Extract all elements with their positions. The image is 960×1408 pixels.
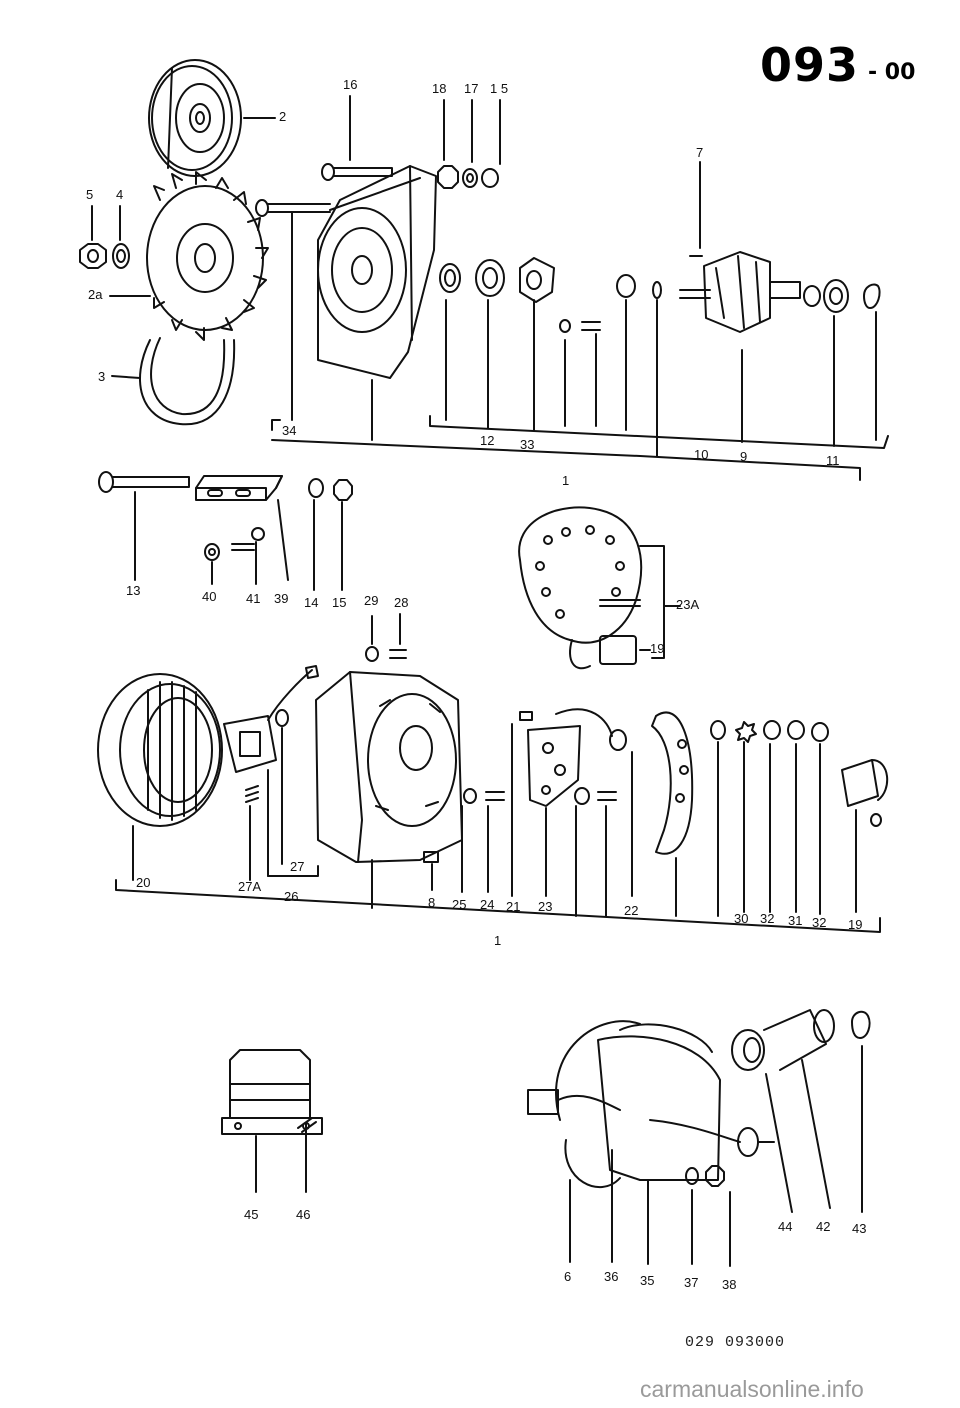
callout-46: 46	[296, 1207, 311, 1222]
callout-10: 10	[694, 447, 709, 462]
callout-15-mid: 15	[332, 595, 347, 610]
callout-29: 29	[364, 593, 379, 608]
callout-5: 5	[86, 187, 94, 202]
bearing-set	[439, 257, 662, 457]
long-bolt-part	[321, 95, 393, 181]
callout-7: 7	[696, 145, 704, 160]
callout-36: 36	[604, 1269, 619, 1284]
bracket-fasteners	[204, 478, 353, 591]
nut-washer-part	[79, 205, 130, 269]
callout-37: 37	[684, 1275, 699, 1290]
watermark: carmanualsonline.info	[640, 1376, 864, 1402]
rear-bearing	[823, 279, 881, 447]
callout-38: 38	[722, 1277, 737, 1292]
callout-20: 20	[136, 875, 151, 890]
callout-27: 27	[290, 859, 305, 874]
callout-41: 41	[246, 591, 261, 606]
terminal-nut-set	[710, 720, 829, 917]
callout-40: 40	[202, 589, 217, 604]
callout-23: 23	[538, 899, 553, 914]
group-suffix: - 00	[868, 60, 916, 85]
callout-13: 13	[126, 583, 141, 598]
callout-19-brush: 19	[848, 917, 863, 932]
assembly-bracket-upper	[271, 415, 889, 481]
callout-45: 45	[244, 1207, 259, 1222]
callout-34: 34	[282, 423, 297, 438]
callout-17: 17	[464, 81, 479, 96]
terminal-plate-part	[461, 708, 633, 917]
callout-14: 14	[304, 595, 319, 610]
callout-24: 24	[480, 897, 495, 912]
callout-28: 28	[394, 595, 409, 610]
plug-cap-part	[423, 851, 439, 891]
callout-19-rectifier: 19	[650, 641, 665, 656]
callout-32-first: 32	[760, 911, 775, 926]
mounting-bolt-part	[98, 471, 190, 581]
brush-holder-part	[223, 665, 319, 881]
pulley-part	[148, 59, 242, 177]
callout-43: 43	[852, 1221, 867, 1236]
figure-code: 029 093000	[685, 1334, 786, 1351]
through-bolt-part	[255, 199, 331, 421]
rear-cover-part	[527, 1020, 775, 1267]
callout-44: 44	[778, 1219, 793, 1234]
callout-8: 8	[428, 895, 436, 910]
callout-3: 3	[98, 369, 106, 384]
callout-2: 2	[279, 109, 287, 124]
small-screw-set	[365, 613, 407, 662]
callout-42: 42	[816, 1219, 831, 1234]
callout-12: 12	[480, 433, 495, 448]
callout-22: 22	[624, 903, 639, 918]
callout-1-lower: 1	[494, 933, 502, 948]
callout-39: 39	[274, 591, 289, 606]
cover-plate-part	[651, 711, 694, 917]
rotor-part	[679, 161, 821, 443]
callout-18: 18	[432, 81, 447, 96]
voltage-regulator-part	[221, 1049, 323, 1193]
callout-32-second: 32	[812, 915, 827, 930]
callout-26: 26	[284, 889, 299, 904]
slip-ring-housing	[315, 671, 463, 909]
fan-part	[146, 171, 269, 341]
callout-15-top: 1 5	[490, 81, 509, 96]
stator-part	[97, 673, 223, 881]
callout-4: 4	[116, 187, 124, 202]
callout-2a: 2a	[88, 287, 103, 302]
brush-unit-part	[841, 759, 889, 913]
group-code: 093	[760, 38, 860, 92]
callout-33: 33	[520, 437, 535, 452]
callout-1-upper: 1	[562, 473, 570, 488]
callout-21: 21	[506, 899, 521, 914]
socket-connector-part	[731, 1009, 871, 1213]
callout-30: 30	[734, 911, 749, 926]
callout-23A: 23A	[676, 597, 700, 612]
callout-11: 11	[826, 453, 840, 468]
nut-washer-set	[437, 99, 501, 189]
callout-27A: 27A	[238, 879, 262, 894]
callout-35: 35	[640, 1273, 655, 1288]
assembly-bracket-lower	[115, 879, 881, 933]
callout-16: 16	[343, 77, 358, 92]
callout-31: 31	[788, 913, 803, 928]
callout-25: 25	[452, 897, 467, 912]
v-belt-part	[111, 337, 236, 426]
rectifier-assembly	[518, 506, 681, 670]
callout-9: 9	[740, 449, 748, 464]
callout-6: 6	[564, 1269, 572, 1284]
adjusting-bracket-part	[195, 475, 289, 581]
drive-end-housing	[317, 165, 437, 441]
